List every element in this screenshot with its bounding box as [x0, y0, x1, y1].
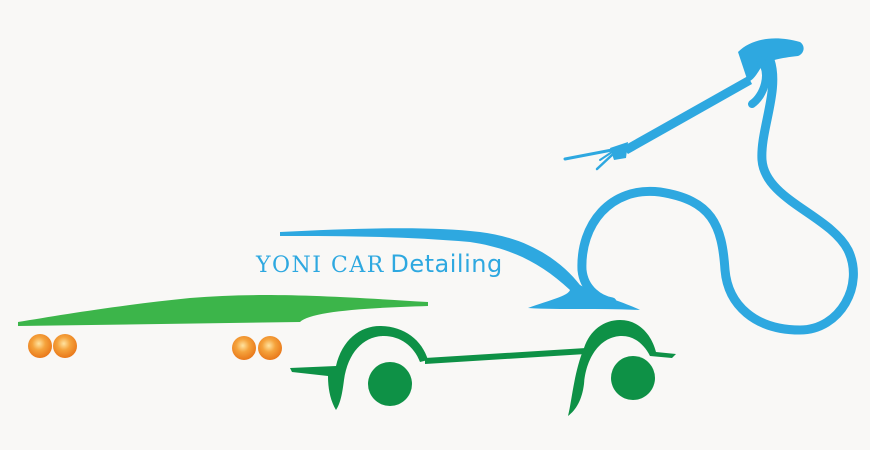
pressure-washer-hose-icon — [563, 38, 858, 335]
trailer-icon — [18, 295, 428, 360]
brand-name-part1: YONI CAR — [256, 253, 385, 278]
brand-name-part2: Detailing — [390, 250, 503, 278]
car-silhouette-icon — [290, 320, 676, 416]
car-roof-swoosh — [280, 228, 640, 310]
brand-name: YONI CAR Detailing — [256, 250, 503, 278]
